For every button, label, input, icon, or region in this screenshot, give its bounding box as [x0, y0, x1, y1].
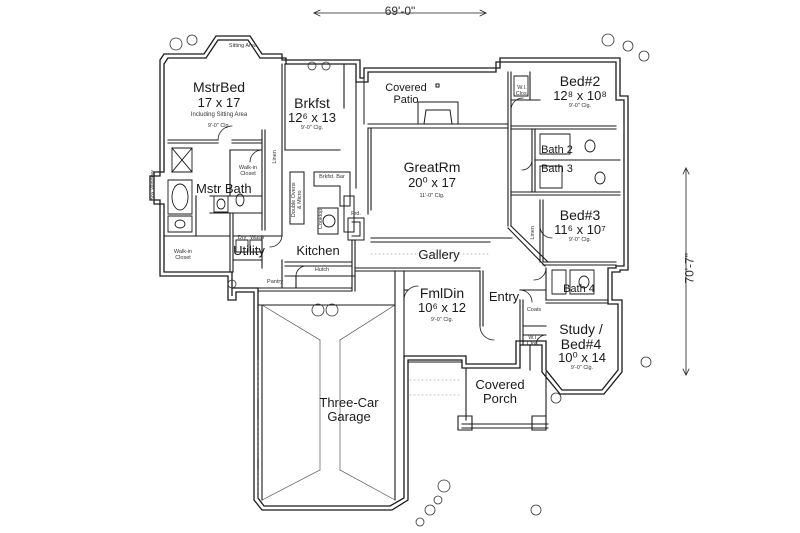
walk-in-closet-2-label: Walk-in Closet [173, 249, 193, 261]
dry-label: Dry [237, 235, 247, 241]
interior-walls [164, 64, 620, 500]
bath-fixtures [168, 76, 605, 294]
great-room-size: 20⁰ x 17 [408, 175, 456, 190]
bed3-ceiling: 9'-0" Clg. [568, 237, 592, 243]
bed2-size: 12⁸ x 10⁸ [553, 88, 607, 103]
kitchen-island [290, 172, 354, 234]
entry-label: Entry [488, 289, 520, 304]
width-dimension: 69'-0" [384, 4, 416, 18]
porch [408, 362, 548, 430]
breakfast-ceiling: 9'-0" Clg. [300, 125, 324, 131]
study-ceiling: 9'-0" Clg. [570, 365, 594, 371]
garage-hatch [262, 305, 395, 500]
study-name: Study / Bed#4 [559, 321, 603, 352]
depth-dimension-line [683, 168, 689, 375]
linen-label: Linen [272, 150, 279, 164]
landscape-shrubs [170, 34, 651, 526]
coats-label: Coats [526, 307, 542, 313]
width-dimension-line [314, 10, 486, 16]
study-size: 10⁰ x 14 [558, 350, 606, 365]
linen2-label: Linen [530, 226, 537, 240]
breakfast-name: Brkfst [294, 95, 330, 111]
gallery-label: Gallery [418, 247, 460, 262]
master-bed-size: 17 x 17 [197, 95, 241, 110]
bath4-label: Bath 4 [563, 283, 595, 295]
great-room-ceiling: 11'-0" Clg. [419, 193, 445, 199]
bath3-label: Bath 3 [541, 163, 573, 175]
formal-dining-name: FmlDin [419, 285, 465, 301]
garage-label: Three-Car Garage [319, 395, 379, 424]
utility-label: Utility [233, 243, 265, 258]
master-bath-name: Mstr Bath [196, 181, 252, 196]
sitting-area-label: Sitting Area [228, 43, 258, 49]
fireplace-label: Frd. [351, 211, 361, 217]
cooktop-label: Cooktop [318, 208, 325, 230]
pantry-label: Pantry [267, 279, 283, 285]
covered-porch-label: Covered Porch [475, 377, 525, 406]
wi-closet-label: W.I. Clos. [526, 335, 540, 347]
formal-dining-size: 10⁶ x 12 [418, 300, 466, 315]
walk-in-closet-1-label: Walk-in Closet [238, 165, 258, 177]
bed3-size: 11⁶ x 10⁷ [554, 222, 606, 237]
box-window-label: Box Window [150, 170, 157, 201]
bed2-closet-label: W.I. Clos. [515, 85, 529, 97]
kitchen-label: Kitchen [296, 243, 340, 258]
formal-dining-ceiling: 9'-0" Clg. [430, 317, 454, 323]
hutch-label: Hutch [314, 267, 330, 273]
breakfast-size: 12⁶ x 13 [288, 110, 336, 125]
gallery-dots [371, 254, 490, 395]
master-bed-ceiling: 9'-0" Clg. [207, 123, 231, 129]
fireplace [348, 218, 364, 240]
bed2-name: Bed#2 [559, 73, 601, 89]
door-swings [218, 98, 552, 345]
ovens-micro-label: Double Ovens & Micro [291, 182, 303, 218]
bed2-ceiling: 9'-0" Clg. [568, 103, 592, 109]
bath2-label: Bath 2 [541, 144, 573, 156]
wash-label: Wash [250, 235, 264, 241]
master-bed-note: Including Sitting Area [190, 112, 248, 118]
breakfast-bar-label: Brkfst. Bar [319, 174, 345, 180]
depth-dimension: 70'-7" [682, 253, 697, 284]
master-bed-name: MstrBed [192, 79, 246, 95]
patio [364, 78, 458, 124]
bed3-name: Bed#3 [559, 207, 601, 223]
great-room-name: GreatRm [403, 159, 461, 175]
covered-patio-label: Covered Patio [385, 82, 427, 106]
